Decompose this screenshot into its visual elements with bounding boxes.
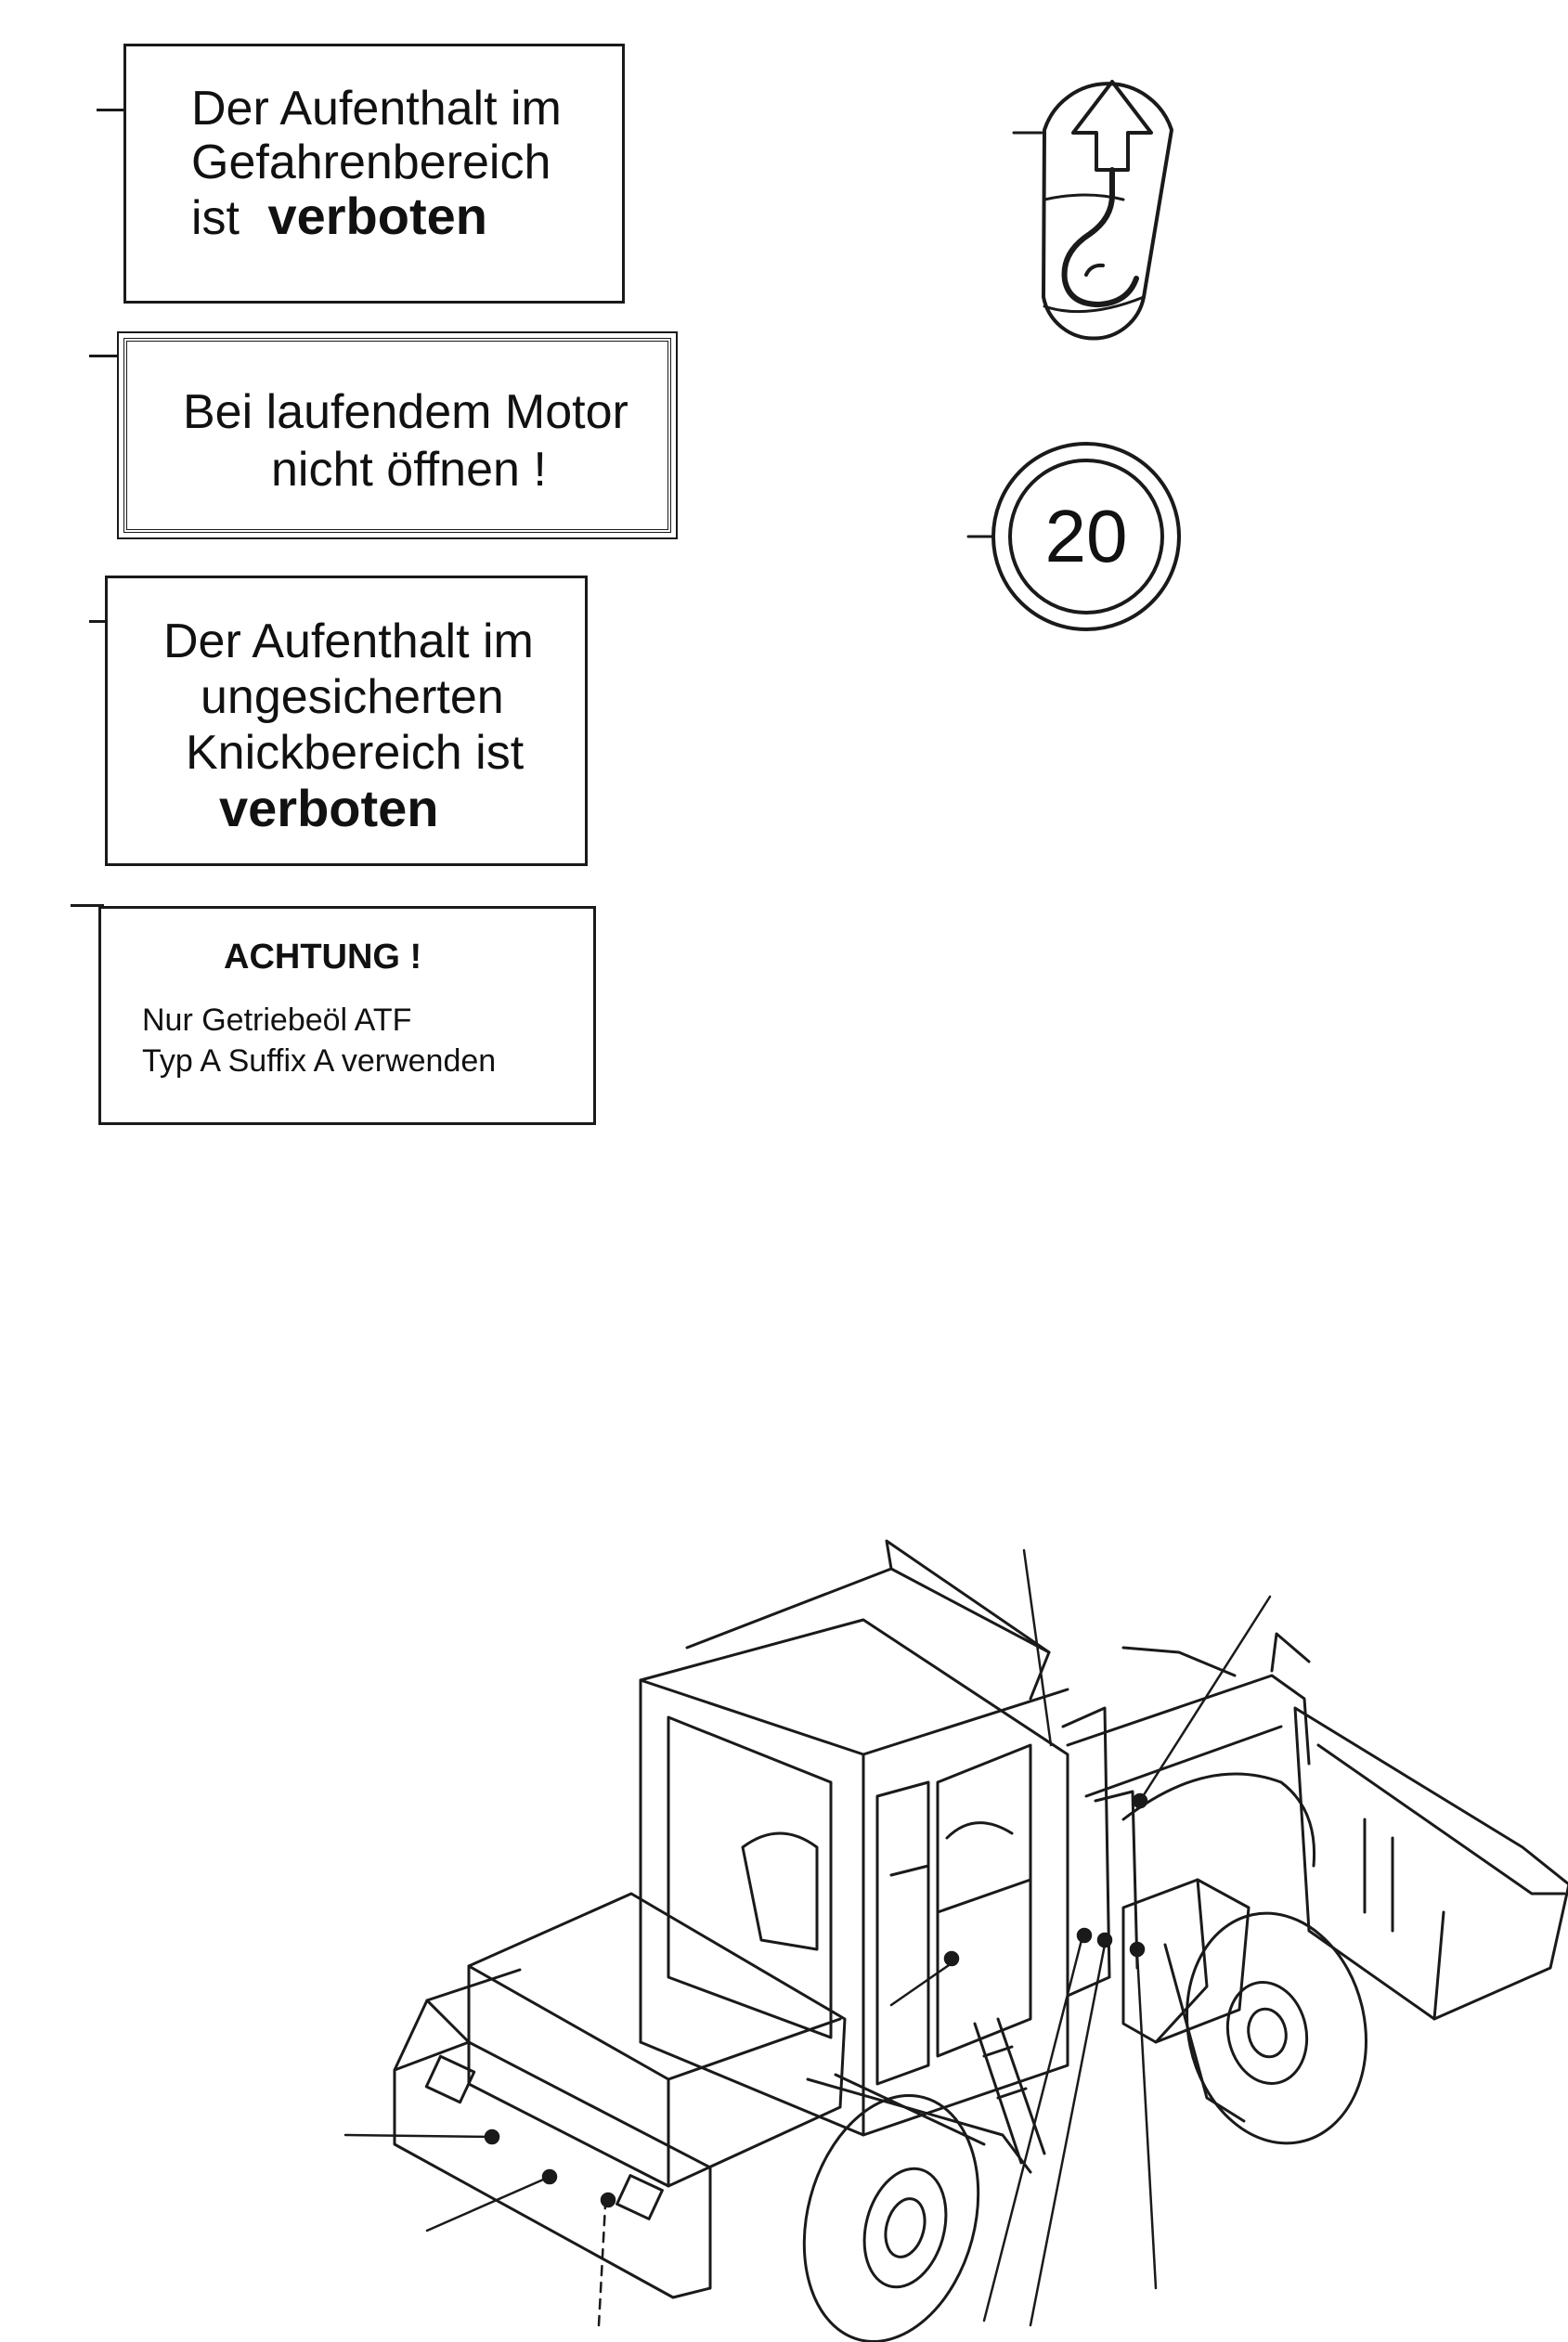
sign-knickbereich-line2: ungesicherten bbox=[201, 670, 504, 724]
sign-gefahrenbereich: Der Aufenthalt im Gefahrenbereich ist ve… bbox=[123, 44, 625, 304]
leader-line-sign-2 bbox=[89, 355, 119, 357]
sign-gefahrenbereich-verboten: verboten bbox=[267, 187, 487, 245]
leader-line-sign-1 bbox=[97, 109, 124, 111]
leader-line-sign-4 bbox=[71, 904, 104, 907]
sign-achtung-line1: Nur Getriebeöl ATF bbox=[142, 1003, 412, 1038]
sign-achtung-heading: ACHTUNG ! bbox=[224, 938, 422, 977]
sign-achtung-line2: Typ A Suffix A verwenden bbox=[142, 1043, 497, 1079]
speed-badge-label: 20 bbox=[1044, 495, 1128, 577]
sign-achtung: ACHTUNG ! Nur Getriebeöl ATF Typ A Suffi… bbox=[98, 906, 596, 1125]
callout-leaders bbox=[343, 1548, 1272, 2327]
sign-knickbereich-line1: Der Aufenthalt im bbox=[163, 615, 534, 668]
sign-motor: Bei laufendem Motor nicht öffnen ! bbox=[117, 331, 678, 539]
speed-badge-20 bbox=[966, 442, 1181, 631]
sign-gefahrenbereich-prefix: ist bbox=[191, 191, 240, 245]
sign-knickbereich-verboten: verboten bbox=[219, 779, 439, 837]
sign-motor-line2: nicht öffnen ! bbox=[271, 443, 547, 497]
sign-gefahrenbereich-line3: ist verboten bbox=[191, 187, 622, 246]
sign-gefahrenbereich-line1: Der Aufenthalt im bbox=[191, 82, 562, 136]
leader-line-sign-3 bbox=[89, 620, 115, 623]
sign-motor-line1: Bei laufendem Motor bbox=[183, 385, 628, 439]
sign-knickbereich-line3: Knickbereich ist bbox=[186, 726, 525, 780]
wheel-loader-drawing bbox=[393, 1539, 1568, 2342]
lifting-hook-arrow-icon bbox=[1012, 80, 1173, 341]
sign-gefahrenbereich-line2: Gefahrenbereich bbox=[191, 136, 551, 189]
sign-knickbereich: Der Aufenthalt im ungesicherten Knickber… bbox=[105, 576, 588, 866]
